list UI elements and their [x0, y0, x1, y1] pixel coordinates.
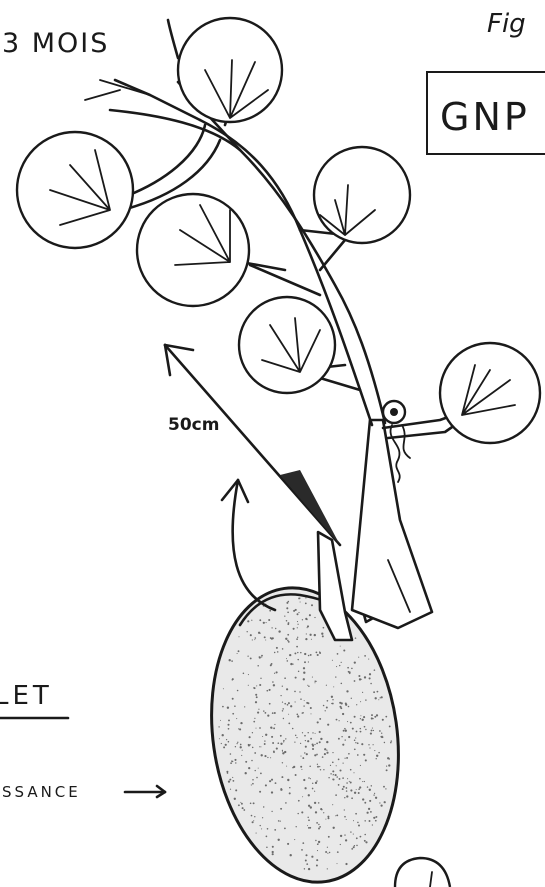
leaf-top [178, 18, 282, 122]
age-bracket [168, 20, 178, 58]
leaf-right [440, 343, 540, 443]
main-stem [352, 420, 432, 628]
leaf-bottom-partial [395, 858, 450, 887]
curved-arrow-up-icon [222, 480, 275, 610]
growth-label: SSANCE [2, 783, 81, 801]
leaf-upper-right [314, 147, 410, 243]
boxed-label: GNP [440, 95, 530, 139]
arrow-right-icon [125, 786, 165, 797]
leaf-middle-left [137, 194, 249, 306]
leaf-upper-left [17, 132, 133, 248]
age-label: 3 MOIS [2, 28, 109, 59]
figure-label: Fig [487, 9, 526, 39]
scale-label: 50cm [168, 415, 219, 435]
leaf-middle [239, 297, 335, 393]
left-label: LET [0, 681, 53, 711]
